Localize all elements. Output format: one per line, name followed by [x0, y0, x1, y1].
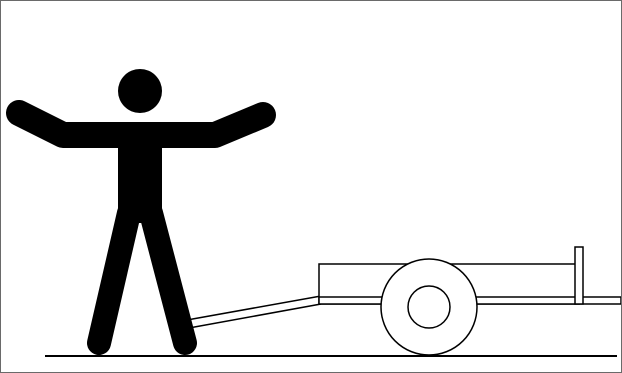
trailer-wheel-hub	[407, 285, 451, 329]
trailer-drawbar-top	[186, 295, 322, 321]
person-figure	[6, 69, 276, 355]
trailer-drawbar-bottom	[188, 303, 322, 329]
person-torso	[118, 123, 162, 223]
trailer	[186, 246, 621, 356]
person-head	[118, 69, 162, 113]
person-right-leg	[139, 201, 197, 355]
trailer-rear-post	[574, 246, 584, 305]
person-left-leg	[87, 201, 141, 355]
